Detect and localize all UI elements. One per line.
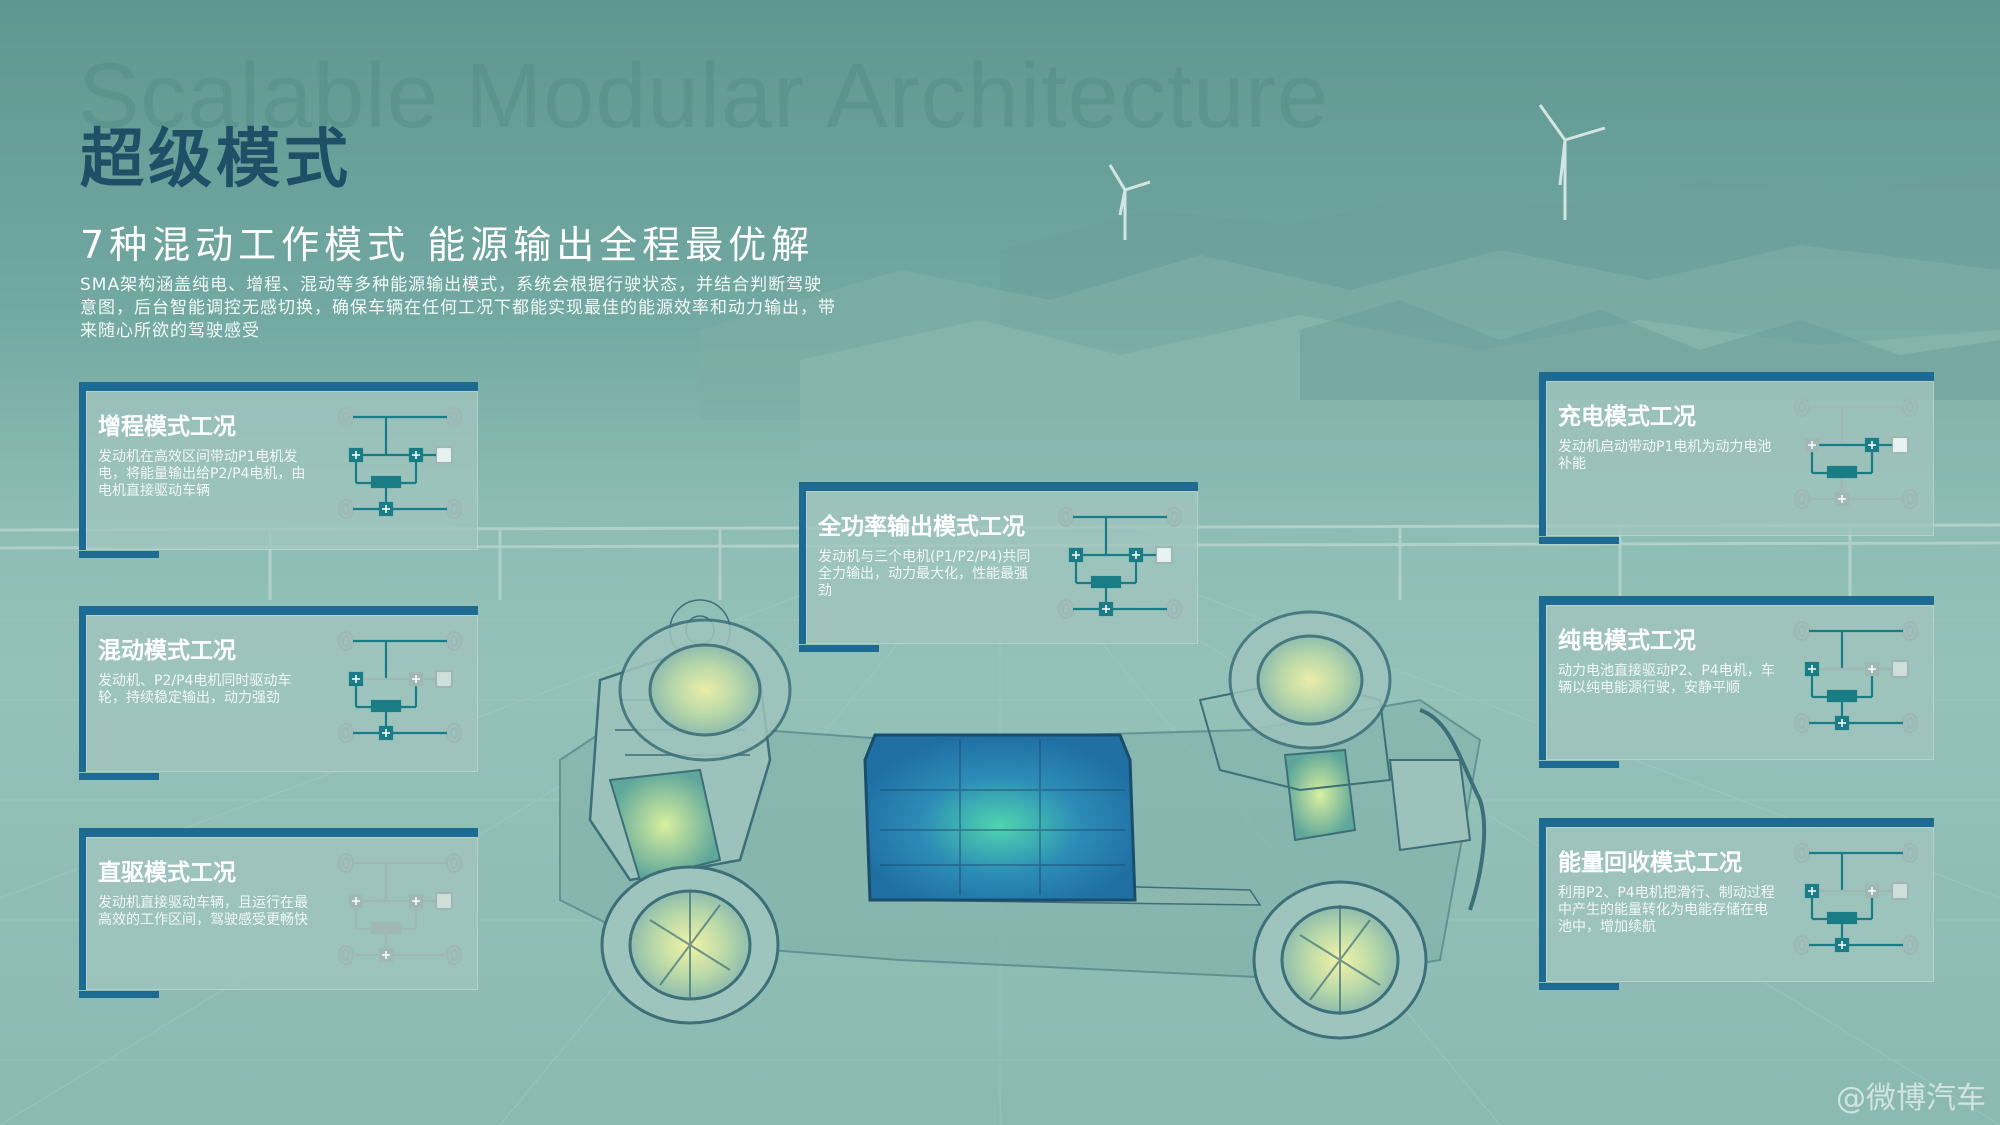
page-title: 超级模式	[80, 123, 352, 197]
mode-card-title: 纯电模式工况	[1558, 628, 1696, 654]
mode-card-description: 发动机直接驱动车辆，且运行在最高效的工作区间，驾驶感受更畅快	[98, 895, 308, 928]
mode-card-direct-drive: 直驱模式工况 发动机直接驱动车辆，且运行在最高效的工作区间，驾驶感受更畅快	[79, 828, 478, 998]
mode-card-title: 全功率输出模式工况	[818, 514, 1025, 540]
mode-card-title: 混动模式工况	[98, 638, 236, 664]
mode-card-full-power: 全功率输出模式工况 发动机与三个电机(P1/P2/P4)共同全力输出，动力最大化…	[799, 482, 1198, 652]
mode-card-hybrid: 混动模式工况 发动机、P2/P4电机同时驱动车轮，持续稳定输出，动力强劲	[79, 606, 478, 780]
mode-card-description: 发动机在高效区间带动P1电机发电，将能量输出给P2/P4电机，由电机直接驱动车辆	[98, 449, 306, 499]
vehicle-chassis	[559, 599, 1487, 1040]
powertrain-schematic-icon	[1793, 842, 1919, 956]
page-description: SMA架构涵盖纯电、增程、混动等多种能源输出模式，系统会根据行驶状态，并结合判断…	[80, 275, 836, 341]
mode-card-energy-recovery: 能量回收模式工况 利用P2、P4电机把滑行、制动过程中产生的能量转化为电能存储在…	[1539, 818, 1934, 990]
mode-card-description: 发动机启动带动P1电机为动力电池补能	[1558, 439, 1772, 472]
powertrain-schematic-icon	[337, 630, 463, 744]
mode-card-range-extender: 增程模式工况 发动机在高效区间带动P1电机发电，将能量输出给P2/P4电机，由电…	[79, 382, 478, 558]
source-watermark: @微博汽车	[1836, 1081, 1986, 1116]
powertrain-schematic-icon	[1057, 506, 1183, 620]
mode-card-title: 能量回收模式工况	[1558, 850, 1742, 876]
watermark-title: Scalable Modular Architecture	[78, 45, 1330, 147]
mode-card-description: 发动机与三个电机(P1/P2/P4)共同全力输出，动力最大化，性能最强劲	[818, 549, 1031, 599]
powertrain-schematic-icon	[337, 852, 463, 966]
powertrain-schematic-icon	[337, 406, 463, 520]
mode-card-description: 发动机、P2/P4电机同时驱动车轮，持续稳定输出，动力强劲	[98, 673, 292, 706]
page-subtitle: 7种混动工作模式 能源输出全程最优解	[80, 223, 815, 267]
mode-card-charging: 充电模式工况 发动机启动带动P1电机为动力电池补能	[1539, 372, 1934, 544]
mode-card-title: 增程模式工况	[98, 414, 236, 440]
powertrain-schematic-icon	[1793, 620, 1919, 734]
mode-card-title: 充电模式工况	[1558, 404, 1696, 430]
mode-card-description: 动力电池直接驱动P2、P4电机，车辆以纯电能源行驶，安静平顺	[1558, 663, 1775, 696]
powertrain-schematic-icon	[1793, 396, 1919, 510]
mode-card-description: 利用P2、P4电机把滑行、制动过程中产生的能量转化为电能存储在电池中，增加续航	[1558, 885, 1775, 935]
mode-card-title: 直驱模式工况	[98, 860, 236, 886]
mode-card-pure-electric: 纯电模式工况 动力电池直接驱动P2、P4电机，车辆以纯电能源行驶，安静平顺	[1539, 596, 1934, 768]
